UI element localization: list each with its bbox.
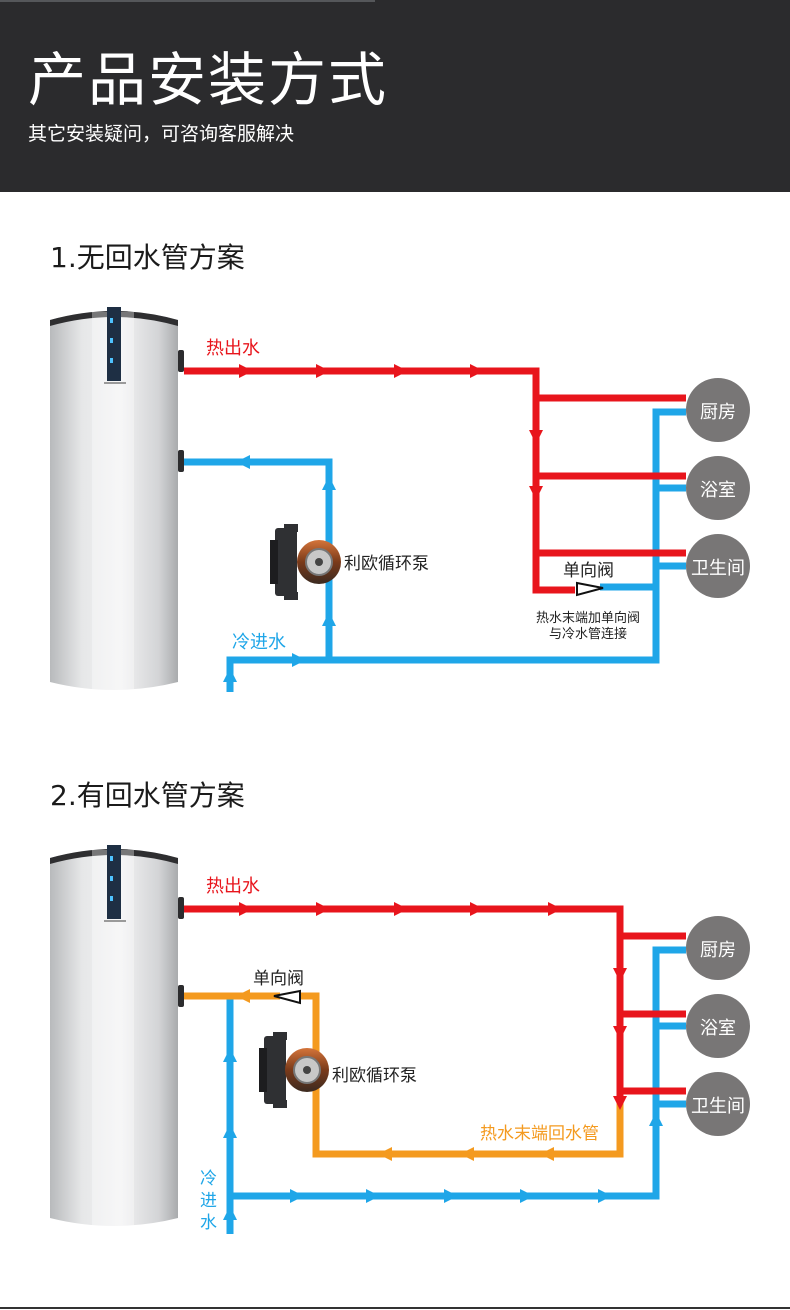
node-toilet: 卫生间 [686, 534, 750, 598]
water-heater-tank-2 [50, 845, 184, 1230]
node-bathroom-2-label: 浴室 [700, 1018, 736, 1039]
diagram-with-return-pipe: 厨房 浴室 卫生间 热出水 单向阀 利欧循环泵 热水末端回水管 冷 进 水 [50, 845, 750, 1234]
diagram-no-return-pipe: 厨房 浴室 卫生间 热出水 冷进水 利欧循环泵 单向阀 热水末端加单向阀 与冷水… [50, 307, 750, 692]
cold-water-label: 冷进水 [232, 632, 286, 653]
node-kitchen: 厨房 [686, 378, 750, 442]
cold-label-char-1: 冷 [200, 1169, 217, 1189]
cold-label-char-3: 水 [200, 1213, 217, 1233]
cold-label-char-2: 进 [200, 1191, 217, 1211]
node-bathroom-2: 浴室 [686, 994, 750, 1058]
section1-title: 1.无回水管方案 [50, 241, 245, 274]
node-bathroom: 浴室 [686, 456, 750, 520]
note-line-2: 与冷水管连接 [549, 626, 627, 642]
node-kitchen-label: 厨房 [700, 402, 736, 423]
valve-label-2: 单向阀 [253, 969, 304, 989]
bottom-divider [0, 1307, 790, 1309]
pump-label-2: 利欧循环泵 [332, 1066, 417, 1086]
node-toilet-label: 卫生间 [691, 558, 745, 579]
hot-water-pipes [184, 367, 686, 594]
circulation-pump-2 [259, 1032, 329, 1108]
return-pipe [184, 992, 624, 1158]
node-toilet-2-label: 卫生间 [691, 1096, 745, 1117]
header-accent-line [0, 0, 375, 2]
return-pipe-label: 热水末端回水管 [480, 1124, 599, 1144]
page-title: 产品安装方式 [28, 46, 389, 114]
check-valve-2 [273, 989, 301, 1005]
note-line-1: 热水末端加单向阀 [536, 610, 640, 626]
header-banner: 产品安装方式 其它安装疑问，可咨询客服解决 [0, 0, 790, 192]
pump-label: 利欧循环泵 [344, 554, 429, 574]
flow-arrows-2 [223, 902, 663, 1220]
page-subtitle: 其它安装疑问，可咨询客服解决 [28, 123, 295, 145]
hot-water-label-2: 热出水 [206, 876, 260, 897]
hot-water-label: 热出水 [206, 338, 260, 359]
section2-title: 2.有回水管方案 [50, 779, 245, 812]
circulation-pump [270, 524, 341, 600]
node-bathroom-label: 浴室 [700, 480, 736, 501]
water-heater-tank [50, 307, 184, 692]
node-toilet-2: 卫生间 [686, 1072, 750, 1136]
valve-label: 单向阀 [563, 561, 614, 581]
flow-arrows [223, 364, 543, 682]
node-kitchen-2-label: 厨房 [700, 940, 736, 961]
check-valve [576, 581, 604, 597]
node-kitchen-2: 厨房 [686, 916, 750, 980]
